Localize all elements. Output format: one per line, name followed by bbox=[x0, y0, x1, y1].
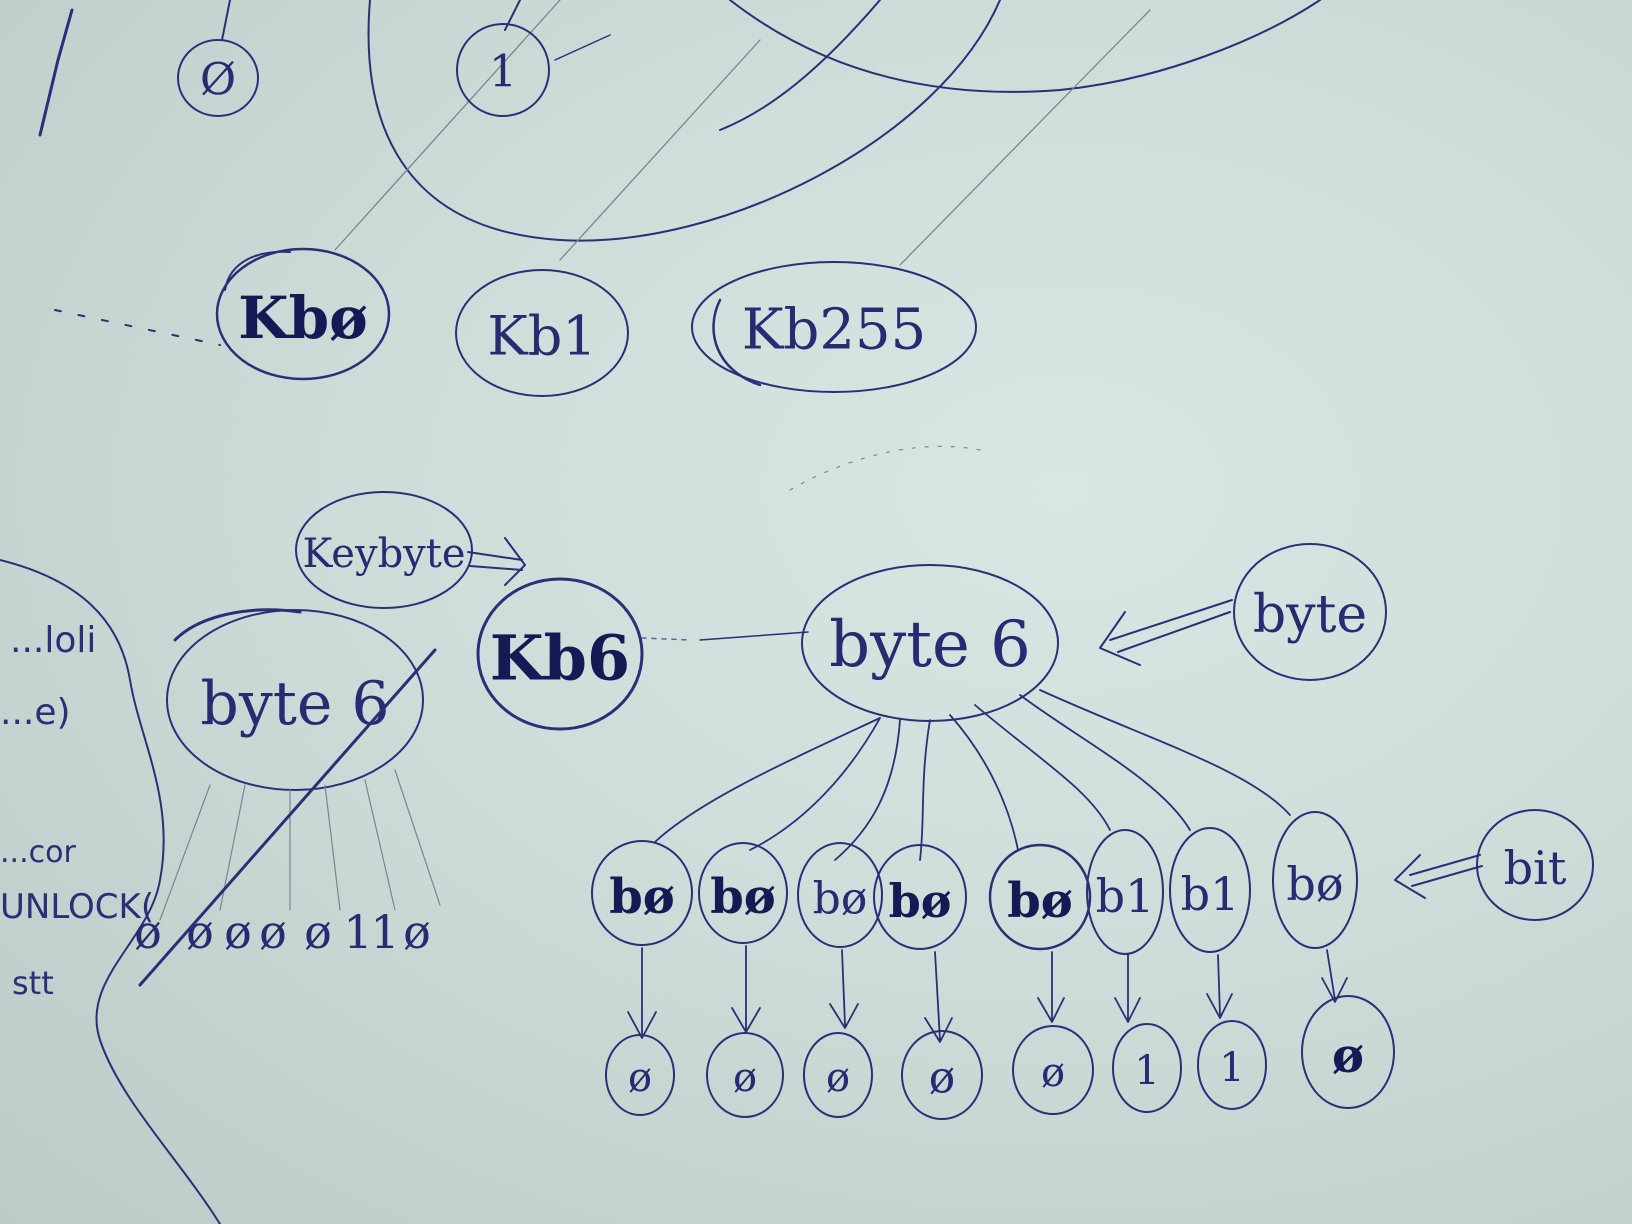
dotted-lead bbox=[54, 309, 221, 346]
bit-value-2-label: ø bbox=[826, 1055, 850, 1101]
bit-label-node: bit bbox=[1476, 809, 1594, 921]
crossed-bit-7: ø bbox=[403, 905, 431, 959]
top-node-one-label: 1 bbox=[489, 47, 517, 98]
node-connector-0 bbox=[221, 0, 231, 41]
bit-value-arrows bbox=[627, 945, 1348, 1043]
bit-node-1: bø bbox=[698, 842, 788, 944]
crossed-byte-label: byte 6 bbox=[200, 669, 389, 739]
bit-value-6: 1 bbox=[1197, 1020, 1267, 1110]
top-node-zero-label: Ø bbox=[200, 55, 236, 106]
bit-value-6-label: 1 bbox=[1219, 1045, 1244, 1091]
kb1-node: Kb1 bbox=[455, 269, 629, 397]
kb255-label: Kb255 bbox=[742, 298, 927, 363]
bit-node-6-label: b1 bbox=[1181, 867, 1240, 921]
bit-value-0-label: ø bbox=[628, 1055, 652, 1101]
bit-node-0: bø bbox=[591, 840, 693, 946]
byte-label: byte bbox=[1253, 585, 1367, 645]
margin-text-1: ...loli bbox=[10, 620, 96, 661]
bit-value-5: 1 bbox=[1112, 1023, 1182, 1113]
pencil-line-kb1 bbox=[559, 39, 761, 261]
crossed-bit-4: ø bbox=[304, 905, 332, 959]
bit-value-2: ø bbox=[803, 1032, 873, 1118]
cross-out-stroke bbox=[138, 648, 437, 987]
crossed-bit-6: 1 bbox=[370, 905, 399, 959]
bit-value-0: ø bbox=[605, 1034, 675, 1116]
bit-node-7: bø bbox=[1272, 811, 1358, 949]
bit-value-4: ø bbox=[1012, 1025, 1094, 1115]
bit-value-1-label: ø bbox=[733, 1055, 757, 1101]
bit-value-7: ø bbox=[1301, 995, 1395, 1109]
curve-stroke bbox=[719, 0, 881, 131]
kb6-byte-link bbox=[699, 631, 809, 641]
top-node-zero: Ø bbox=[177, 39, 259, 117]
margin-text-2: ...e) bbox=[0, 692, 71, 733]
kb6-node: Kb6 bbox=[476, 577, 644, 731]
tick-stroke bbox=[554, 34, 611, 61]
faint-arc bbox=[789, 445, 981, 491]
big-curve-right bbox=[729, 0, 1321, 93]
byte-arrow bbox=[1099, 599, 1233, 666]
byte-label-node: byte bbox=[1233, 543, 1387, 681]
byte-branches bbox=[654, 689, 1291, 861]
keybyte-label: Keybyte bbox=[302, 531, 465, 577]
crossed-bit-3: ø bbox=[259, 905, 287, 959]
bit-node-5: b1 bbox=[1086, 829, 1164, 955]
margin-text-4: UNLOCK( bbox=[0, 887, 154, 927]
kb0-node: Kbø bbox=[215, 247, 391, 381]
crossed-bit-2: ø bbox=[224, 905, 252, 959]
crossed-bit-0: ø bbox=[134, 905, 162, 959]
pencil-line-kb0 bbox=[334, 0, 561, 251]
bit-values-row: ø ø ø ø ø 1 1 ø bbox=[605, 995, 1395, 1120]
crossed-bit-5: 1 bbox=[343, 905, 372, 959]
margin-stroke bbox=[38, 8, 74, 137]
crossed-pencil-branches bbox=[159, 769, 441, 921]
left-boundary-curve bbox=[0, 559, 221, 1224]
kb6-label: Kb6 bbox=[490, 622, 630, 695]
bit-value-5-label: 1 bbox=[1134, 1048, 1159, 1094]
bit-node-7-label: bø bbox=[1286, 857, 1343, 911]
keybyte-arrow bbox=[467, 537, 526, 586]
bit-node-0-label: bø bbox=[609, 869, 675, 925]
bit-node-3: bø bbox=[873, 844, 967, 950]
keybyte-label-node: Keybyte bbox=[295, 491, 473, 609]
bit-node-3-label: bø bbox=[889, 874, 952, 928]
big-curve-left bbox=[367, 0, 1001, 242]
byte6-node: byte 6 bbox=[801, 564, 1059, 722]
crossed-bit-1: ø bbox=[186, 905, 214, 959]
bit-arrow bbox=[1394, 854, 1483, 899]
bit-node-5-label: b1 bbox=[1096, 869, 1155, 923]
bit-label: bit bbox=[1504, 841, 1567, 895]
crossed-bits-row: ø ø ø ø ø 1 1 ø bbox=[134, 905, 431, 959]
margin-text-3: ...cor bbox=[0, 835, 76, 870]
kb1-label: Kb1 bbox=[487, 305, 596, 368]
margin-text-5: stt bbox=[12, 964, 54, 1002]
bit-value-3-label: ø bbox=[929, 1053, 956, 1104]
bit-value-1: ø bbox=[706, 1032, 784, 1118]
bit-value-4-label: ø bbox=[1041, 1050, 1065, 1096]
bit-node-2: bø bbox=[797, 842, 883, 948]
bit-nodes-row: bø bø bø bø bø b1 b1 bø bbox=[591, 811, 1358, 955]
bit-node-4: bø bbox=[988, 843, 1092, 951]
bit-value-3: ø bbox=[901, 1030, 983, 1120]
top-node-one: 1 bbox=[456, 23, 550, 117]
pencil-line-kb255 bbox=[899, 9, 1151, 266]
bit-node-6: b1 bbox=[1169, 827, 1251, 953]
bit-node-1-label: bø bbox=[710, 869, 776, 925]
crossed-byte-node: byte 6 bbox=[166, 608, 424, 791]
bit-node-4-label: bø bbox=[1007, 873, 1073, 929]
kb255-node: Kb255 bbox=[691, 261, 977, 393]
bit-node-2-label: bø bbox=[813, 874, 868, 925]
bit-value-7-label: ø bbox=[1332, 1028, 1364, 1084]
byte6-label: byte 6 bbox=[829, 608, 1031, 682]
kb6-dash bbox=[641, 637, 691, 641]
kb0-label: Kbø bbox=[238, 284, 368, 352]
